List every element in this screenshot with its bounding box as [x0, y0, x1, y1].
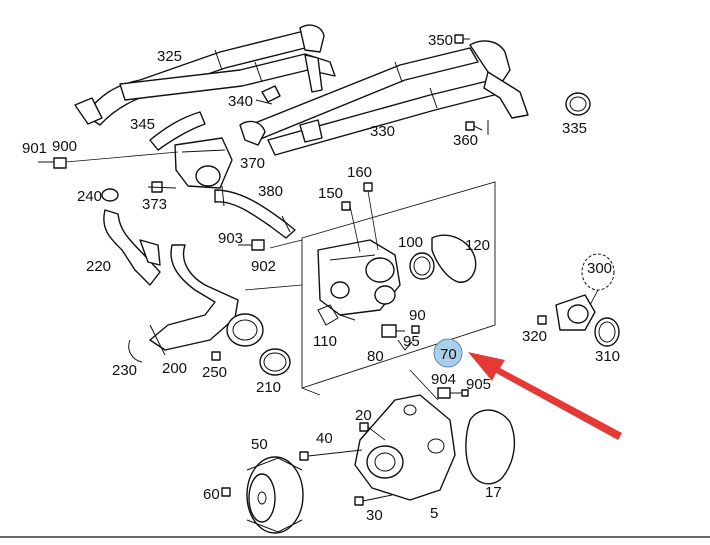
- clamp-240: [101, 188, 119, 202]
- hose-345: [149, 111, 206, 151]
- label-373: 373: [142, 196, 167, 213]
- label-350: 350: [428, 32, 453, 49]
- hose-200: [149, 244, 239, 351]
- label-20: 20: [355, 407, 372, 424]
- bolt-320: [537, 315, 547, 325]
- label-360: 360: [453, 132, 478, 149]
- label-240: 240: [77, 188, 102, 205]
- bolt-40: [299, 449, 363, 461]
- label-904: 904: [431, 371, 456, 388]
- label-903: 903: [218, 230, 243, 247]
- pump-housing-assembly: [317, 239, 401, 316]
- label-210: 210: [256, 379, 281, 396]
- label-5: 5: [430, 505, 438, 522]
- callout-70-circle: [433, 338, 463, 368]
- label-110: 110: [313, 333, 337, 350]
- label-905: 905: [466, 376, 491, 393]
- oring-335: [565, 92, 591, 116]
- label-60: 60: [203, 486, 220, 503]
- clip-90: [411, 325, 420, 334]
- label-300: 300: [587, 260, 612, 277]
- hose-380: [214, 189, 296, 239]
- label-330: 330: [370, 123, 395, 140]
- bolt-30: [354, 494, 393, 506]
- housing-370: [174, 137, 233, 189]
- hose-220: [103, 209, 161, 286]
- gasket-17: [465, 409, 516, 485]
- label-70: 70: [440, 346, 457, 363]
- label-380: 380: [258, 183, 283, 200]
- label-230: 230: [112, 362, 137, 379]
- label-90: 90: [409, 307, 426, 324]
- bolt-160: [363, 182, 373, 192]
- hose-325: [74, 24, 336, 126]
- outlet-320-housing: [555, 294, 596, 331]
- bolt-250: [211, 351, 221, 361]
- sensor-902: [238, 239, 265, 251]
- label-900: 900: [52, 138, 77, 155]
- label-902: 902: [251, 258, 276, 275]
- bolt-373: [147, 181, 177, 193]
- sensor-80: [381, 324, 405, 338]
- label-310: 310: [595, 348, 620, 365]
- label-120: 120: [465, 237, 490, 254]
- label-160: 160: [347, 164, 372, 181]
- bolt-360: [465, 120, 489, 135]
- bolt-150: [341, 201, 351, 211]
- label-95: 95: [403, 333, 420, 350]
- label-345: 345: [130, 116, 155, 133]
- gasket-120: [431, 234, 477, 283]
- clip-230: [128, 339, 143, 363]
- label-325: 325: [157, 48, 182, 65]
- red-arrow: [468, 352, 622, 440]
- label-220: 220: [86, 258, 111, 275]
- bolt-350: [454, 34, 470, 44]
- clip-110: [317, 304, 339, 326]
- label-30: 30: [366, 507, 383, 524]
- label-370: 370: [240, 155, 265, 172]
- hose-330: [239, 40, 529, 156]
- water-pump-5: [354, 394, 456, 501]
- label-150: 150: [318, 185, 343, 202]
- sensor-904: [437, 387, 469, 399]
- sensor-900: [38, 151, 179, 169]
- label-80: 80: [367, 348, 384, 365]
- pulley-50: [246, 456, 304, 534]
- label-340: 340: [228, 93, 253, 110]
- clip-95: [397, 339, 413, 351]
- label-250: 250: [202, 364, 227, 381]
- label-901: 901: [22, 140, 47, 157]
- assembly-box: [301, 181, 496, 389]
- label-200: 200: [162, 360, 187, 377]
- label-50: 50: [251, 436, 268, 453]
- label-17: 17: [485, 484, 502, 501]
- highlight-callout: [433, 338, 622, 440]
- clip-340: [255, 85, 281, 105]
- bolt-60: [221, 487, 231, 497]
- label-100: 100: [398, 234, 423, 251]
- label-40: 40: [316, 430, 333, 447]
- label-335: 335: [562, 120, 587, 137]
- bolt-20: [359, 422, 369, 432]
- label-320: 320: [522, 328, 547, 345]
